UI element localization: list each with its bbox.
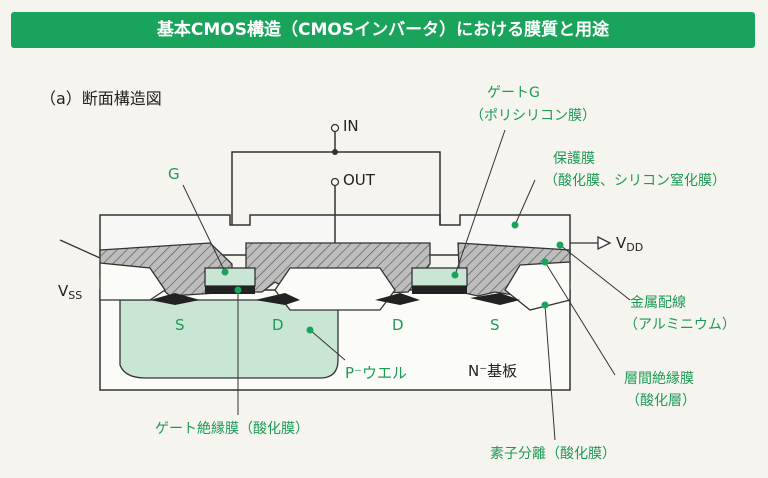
gate-oxide-left: [205, 286, 255, 294]
region-d-right: D: [392, 316, 404, 334]
gate-right: [411, 267, 468, 287]
vss-label: VSS: [58, 282, 83, 302]
metal-drain-mid: [274, 267, 396, 311]
vdd-main: V: [616, 234, 627, 252]
isolation-oxide-2: [255, 293, 300, 305]
gate-left: [204, 267, 256, 287]
title-banner: 基本CMOS構造（CMOSインバータ）における膜質と用途: [11, 12, 755, 48]
metal-source-right: [504, 261, 571, 311]
region-s-left: S: [175, 316, 185, 334]
protect-callout-line1: 保護膜: [553, 151, 595, 167]
gate-callout-line1: ゲートG: [487, 85, 540, 101]
vdd-label: VDD: [616, 234, 644, 254]
isolation-callout: 素子分離（酸化膜）: [490, 446, 616, 462]
isolation-oxide-1: [150, 293, 200, 305]
gate-oxide-callout: ゲート絶縁膜（酸化膜）: [155, 421, 309, 437]
isolation-oxide-4: [470, 293, 520, 305]
section-label: （a）断面構造図: [40, 89, 162, 108]
in-label: IN: [343, 117, 359, 135]
gate-label: G: [168, 165, 180, 183]
region-d-left: D: [272, 316, 284, 334]
interlayer-callout-line1: 層間絶縁膜: [624, 371, 694, 387]
isolation-oxide-3: [375, 293, 420, 305]
interlayer-callout-line2: （酸化層）: [626, 393, 696, 409]
out-label: OUT: [343, 171, 375, 189]
gate-callout-line2: （ポリシリコン膜）: [470, 108, 596, 124]
out-terminal: [330, 177, 340, 187]
vss-main: V: [58, 282, 69, 300]
vss-sub: SS: [68, 289, 83, 302]
n-substrate-label: N⁻基板: [468, 362, 518, 380]
metal-source-left: [99, 262, 166, 301]
p-well: [119, 299, 339, 379]
in-terminal: [330, 123, 340, 133]
p-well-label: P⁻ウエル: [345, 364, 407, 382]
gate-oxide-right: [412, 286, 467, 294]
vdd-sub: DD: [626, 241, 644, 254]
metal-callout-line2: （アルミニウム）: [624, 317, 736, 333]
protect-callout-line2: （酸化膜、シリコン窒化膜）: [544, 173, 726, 189]
region-s-right: S: [490, 316, 500, 334]
wire-in: [231, 151, 441, 225]
metal-callout-line1: 金属配線: [630, 295, 686, 311]
